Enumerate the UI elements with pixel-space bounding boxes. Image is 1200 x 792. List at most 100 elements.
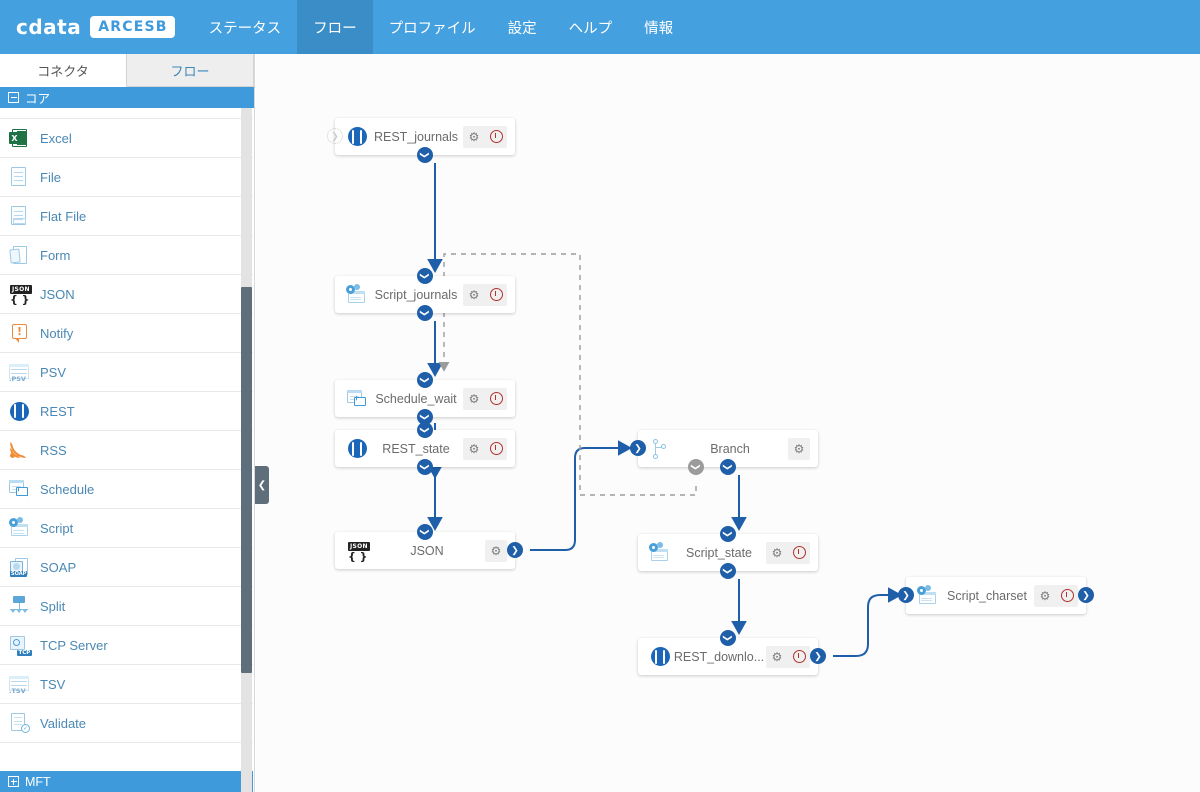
- connector-item-label: SOAP: [40, 559, 77, 575]
- flow-port-out-script_journals[interactable]: ❯: [417, 305, 433, 321]
- flow-port-in-script_state[interactable]: ❯: [720, 526, 736, 542]
- connector-item-notify[interactable]: !Notify: [0, 314, 253, 353]
- clock-icon[interactable]: [485, 387, 507, 410]
- flow-node-actions: ⚙: [766, 541, 810, 564]
- flow-port-out-branch[interactable]: ❯: [720, 459, 736, 475]
- flow-edges: [427, 163, 902, 657]
- script-icon: [8, 517, 30, 539]
- schedule-icon: [345, 387, 369, 411]
- connector-item-form[interactable]: Form: [0, 236, 253, 275]
- connector-item-flat-file[interactable]: Flat File: [0, 197, 253, 236]
- branch-icon: [648, 437, 672, 461]
- flow-port-out-rest_state[interactable]: ❯: [417, 459, 433, 475]
- connector-item-label: Flat File: [40, 208, 87, 224]
- connector-item-soap[interactable]: SOAP SOAP: [0, 548, 253, 587]
- nav-item-1[interactable]: フロー: [297, 0, 373, 54]
- gear-icon[interactable]: ⚙: [463, 387, 485, 410]
- excel-icon: X: [8, 127, 30, 149]
- gear-icon[interactable]: ⚙: [766, 645, 788, 668]
- app-logo[interactable]: cdata ARCESB: [0, 0, 193, 54]
- schedule-icon: [8, 478, 30, 500]
- flow-port-in-rest_state[interactable]: ❯: [417, 422, 433, 438]
- connector-item-label: TSV: [40, 676, 66, 692]
- sidebar-tab-1[interactable]: フロー: [127, 54, 254, 86]
- clock-icon[interactable]: [485, 283, 507, 306]
- flow-port-out-rest_journals[interactable]: ❯: [417, 147, 433, 163]
- gear-icon[interactable]: ⚙: [788, 437, 810, 460]
- connector-item-label: Form: [40, 247, 71, 263]
- flow-port-left-ghost-rest_journals[interactable]: ❯: [327, 128, 343, 144]
- gear-icon[interactable]: ⚙: [463, 125, 485, 148]
- nav-item-5[interactable]: 情報: [644, 20, 674, 37]
- flow-node-script_charset[interactable]: Script_charset ⚙: [906, 577, 1086, 614]
- flow-port-right-script_charset[interactable]: ❯: [1078, 587, 1094, 603]
- connector-item-file[interactable]: File: [0, 158, 253, 197]
- flow-canvas[interactable]: REST_journals⚙❯❯Script_journals⚙❯❯Schedu…: [256, 54, 1200, 792]
- sidebar-collapse-handle[interactable]: ❮: [255, 466, 269, 504]
- flow-port-out-gray-branch[interactable]: ❯: [688, 459, 704, 475]
- flow-node-actions: ⚙: [485, 539, 507, 562]
- connector-item-email-send[interactable]: Email Send: [0, 108, 253, 119]
- connector-item-script[interactable]: Script: [0, 509, 253, 548]
- flow-port-right-rest_download[interactable]: ❯: [810, 648, 826, 664]
- sidebar-group-mft[interactable]: MFT: [0, 771, 253, 792]
- clock-icon[interactable]: [788, 541, 810, 564]
- connector-item-rss[interactable]: RSS: [0, 431, 253, 470]
- connector-item-json[interactable]: JSON{ }JSON: [0, 275, 253, 314]
- connector-item-rest[interactable]: REST: [0, 392, 253, 431]
- clock-icon[interactable]: [485, 437, 507, 460]
- flow-node-label: REST_journals: [373, 129, 459, 144]
- flow-node-label: Script_charset: [947, 588, 1027, 603]
- flow-port-in-schedule_wait[interactable]: ❯: [417, 372, 433, 388]
- flow-port-in-rest_download[interactable]: ❯: [720, 630, 736, 646]
- connector-item-excel[interactable]: X Excel: [0, 119, 253, 158]
- sidebar-group-mft-label: MFT: [25, 774, 51, 789]
- nav-item-2[interactable]: プロファイル: [388, 20, 476, 37]
- logo-badge: ARCESB: [90, 16, 175, 38]
- flow-port-right-json[interactable]: ❯: [507, 542, 523, 558]
- sidebar-tab-0[interactable]: コネクタ: [0, 54, 127, 87]
- sidebar-tabs: コネクタフロー: [0, 54, 254, 87]
- flow-port-in-script_journals[interactable]: ❯: [417, 268, 433, 284]
- sidebar-scrollbar-thumb[interactable]: [241, 287, 252, 673]
- connector-item-validate[interactable]: ✓Validate: [0, 704, 253, 743]
- connector-item-schedule[interactable]: Schedule: [0, 470, 253, 509]
- flow-node-actions: ⚙: [463, 125, 507, 148]
- script-icon: [648, 541, 672, 565]
- connector-item-label: Excel: [40, 130, 72, 146]
- clock-icon[interactable]: [485, 125, 507, 148]
- connector-item-label: REST: [40, 403, 75, 419]
- form-icon: [8, 244, 30, 266]
- sidebar-group-core[interactable]: コア: [0, 87, 254, 108]
- gear-icon[interactable]: ⚙: [1034, 584, 1056, 607]
- clock-icon[interactable]: [1056, 584, 1078, 607]
- flow-port-left-script_charset[interactable]: ❯: [898, 587, 914, 603]
- file-icon: [8, 166, 30, 188]
- split-icon: [8, 595, 30, 617]
- sidebar-group-core-label: コア: [25, 92, 51, 106]
- nav-item-4[interactable]: ヘルプ: [568, 20, 613, 37]
- gear-icon[interactable]: ⚙: [766, 541, 788, 564]
- soap-icon: SOAP: [8, 556, 30, 578]
- flow-port-out-script_state[interactable]: ❯: [720, 563, 736, 579]
- gear-icon[interactable]: ⚙: [463, 437, 485, 460]
- flow-port-in-json[interactable]: ❯: [417, 524, 433, 540]
- nav-item-0[interactable]: ステータス: [208, 20, 282, 37]
- clock-icon[interactable]: [788, 645, 810, 668]
- connector-item-split[interactable]: Split: [0, 587, 253, 626]
- rest-icon: [648, 645, 672, 669]
- gear-icon[interactable]: ⚙: [463, 283, 485, 306]
- flow-port-left-branch[interactable]: ❯: [630, 440, 646, 456]
- connector-item-label: TCP Server: [40, 637, 108, 653]
- rest-icon: [345, 437, 369, 461]
- connector-item-label: JSON: [40, 286, 75, 302]
- nav-item-3[interactable]: 設定: [507, 20, 537, 37]
- flow-node-label: REST_state: [382, 441, 450, 456]
- flow-node-label: Branch: [710, 441, 750, 456]
- gear-icon[interactable]: ⚙: [485, 539, 507, 562]
